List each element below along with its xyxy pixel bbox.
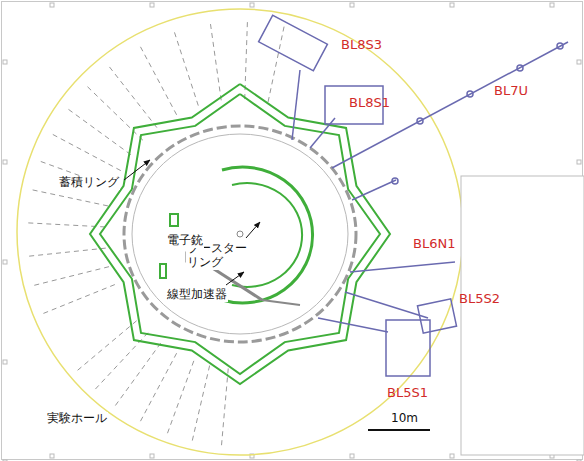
shield-wall-outline — [90, 84, 390, 384]
frame-tick — [3, 60, 7, 64]
leader-arrows — [124, 160, 260, 285]
port-line — [174, 32, 198, 105]
port-line — [140, 353, 176, 421]
frame-tick — [577, 460, 581, 461]
annex-room — [461, 176, 584, 455]
port-line — [192, 366, 209, 441]
frame-tick — [350, 454, 354, 458]
frame-tick — [50, 454, 54, 458]
port-line — [78, 321, 137, 370]
frame-tick — [3, 260, 7, 264]
hall-circle — [17, 9, 463, 455]
port-line — [140, 47, 176, 115]
port-line — [109, 67, 156, 128]
port-line — [33, 190, 108, 206]
beamline-ports — [28, 22, 284, 445]
transport-line — [262, 300, 300, 305]
port-line — [53, 134, 121, 170]
beamline-label: BL8S1 — [348, 96, 391, 111]
port-line — [268, 27, 284, 102]
storage-ring-inner — [132, 134, 348, 334]
port-line — [167, 361, 193, 433]
scale-label: 10m — [390, 412, 419, 426]
shield-wall-outline — [100, 94, 380, 374]
port-line — [28, 223, 105, 227]
frame-tick — [3, 360, 7, 364]
frame-tick — [577, 60, 581, 64]
port-line — [210, 24, 221, 100]
frame-tick — [550, 3, 554, 7]
port-line — [29, 248, 106, 256]
frame-tick — [350, 3, 354, 7]
port-line — [87, 87, 142, 140]
scale-bar — [368, 429, 430, 431]
beamline-label: BL6N1 — [412, 237, 456, 252]
frame-tick — [50, 3, 54, 7]
frame-tick — [150, 3, 154, 7]
frame-tick — [450, 3, 454, 7]
beamline-label: BL5S1 — [386, 386, 429, 401]
booster-ring-inner — [232, 183, 302, 287]
frame-tick — [450, 454, 454, 458]
shield-wall — [90, 84, 390, 384]
port-line — [68, 109, 130, 154]
device-label: 電子銃 — [166, 234, 204, 248]
booster-part — [160, 264, 166, 278]
device-label: 線型加速器 — [166, 288, 228, 302]
booster-part — [170, 214, 178, 226]
ring-label: 蓄積リング — [58, 176, 120, 190]
storage-ring — [124, 126, 356, 342]
frame-tick — [250, 3, 254, 7]
frame-tick — [3, 160, 7, 164]
port-line — [115, 343, 160, 405]
frame-tick — [3, 460, 7, 461]
port-line — [34, 267, 109, 286]
frame-tick — [150, 454, 154, 458]
area-label: 実験ホール — [46, 412, 108, 426]
center-mark — [237, 231, 243, 237]
beamline-label: BL5S2 — [458, 292, 501, 307]
beamline-label: BL7U — [493, 84, 529, 99]
port-line — [222, 368, 229, 445]
beamline-label: BL8S3 — [340, 38, 383, 53]
port-line — [43, 285, 114, 314]
frame-tick — [577, 160, 581, 164]
